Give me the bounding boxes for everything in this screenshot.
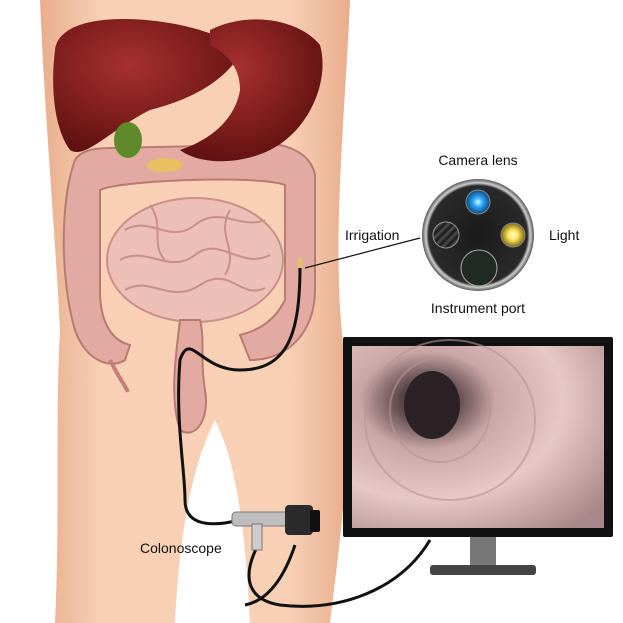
irrigation-icon bbox=[432, 221, 460, 249]
label-instrument-port: Instrument port bbox=[431, 300, 525, 316]
liver bbox=[53, 18, 245, 152]
scope-tip-inset bbox=[422, 179, 534, 291]
pancreas bbox=[147, 158, 183, 172]
stomach bbox=[180, 19, 323, 162]
colonoscope-handpiece bbox=[231, 505, 320, 551]
light-icon bbox=[500, 222, 526, 248]
label-irrigation: Irrigation bbox=[345, 227, 399, 243]
colonoscope-cable bbox=[177, 264, 302, 526]
monitor-cable bbox=[247, 539, 432, 608]
label-camera-lens: Camera lens bbox=[438, 152, 517, 168]
monitor bbox=[343, 337, 613, 575]
instrument-port-icon bbox=[460, 249, 498, 287]
label-light: Light bbox=[549, 227, 579, 243]
camera-lens-icon bbox=[465, 189, 491, 215]
gallbladder bbox=[114, 122, 142, 158]
label-colonoscope: Colonoscope bbox=[140, 540, 222, 556]
small-intestine bbox=[106, 197, 284, 323]
rectum bbox=[173, 319, 207, 434]
